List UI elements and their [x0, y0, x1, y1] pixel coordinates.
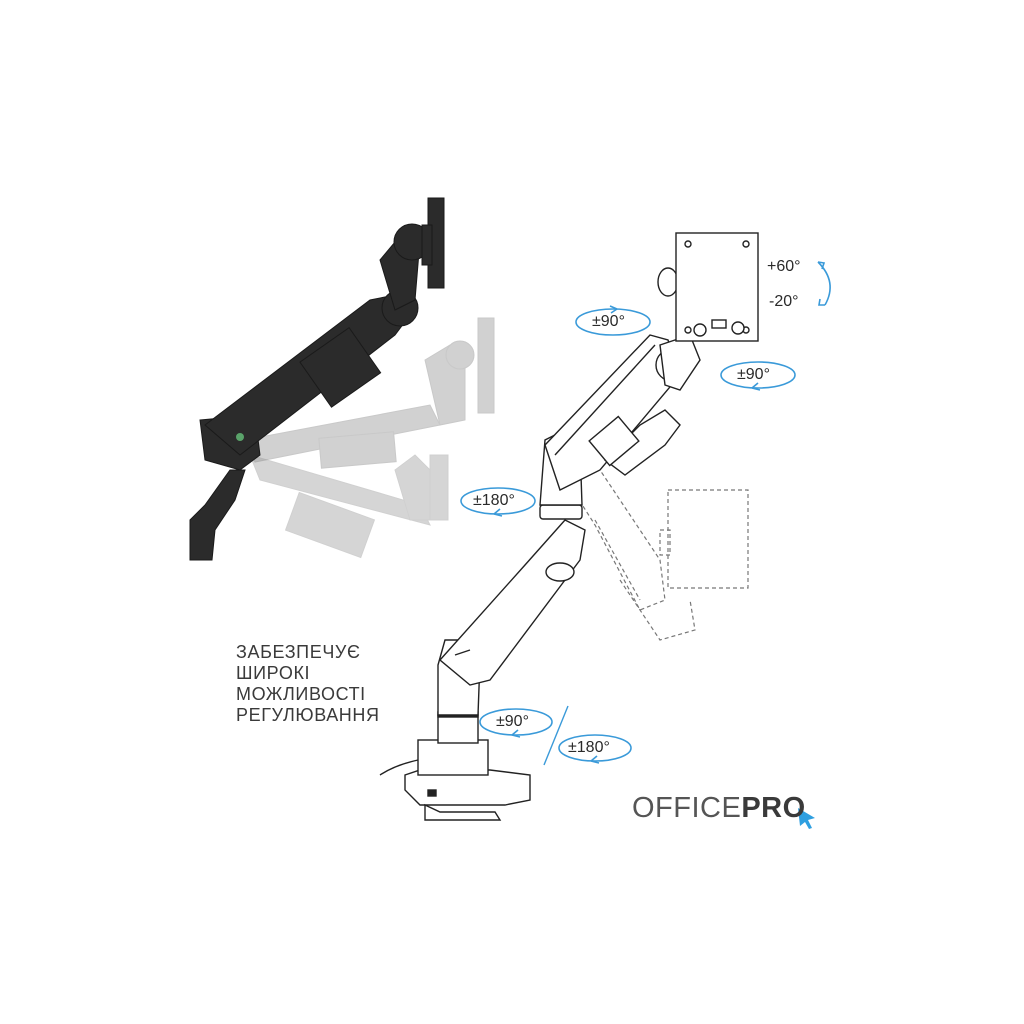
feature-caption: ЗАБЕЗПЕЧУЄ ШИРОКІ МОЖЛИВОСТІ РЕГУЛЮВАННЯ [236, 642, 380, 726]
base-90-ellipse-icon [479, 708, 553, 736]
swivel-right-ellipse-icon [720, 361, 796, 389]
tilt-down-label: -20° [769, 293, 799, 310]
ghost-arm-lower [249, 454, 449, 559]
base-rotation-180-label: ±180° [568, 739, 610, 756]
logo-bold-text: PRO [741, 792, 806, 824]
tilt-up-label: +60° [767, 258, 801, 275]
head-swivel-left-label: ±90° [592, 313, 625, 330]
tilt-arc-icon [817, 261, 831, 306]
caption-line-2: ШИРОКІ [236, 663, 311, 683]
elbow-ellipse-icon [460, 487, 536, 515]
elbow-rotation-label: ±180° [473, 492, 515, 509]
caption-line-1: ЗАБЕЗПЕЧУЄ [236, 642, 361, 662]
head-swivel-right-label: ±90° [737, 366, 770, 383]
swivel-left-ellipse-icon [575, 308, 651, 336]
divider-slash [543, 705, 569, 766]
base-180-ellipse-icon [558, 734, 632, 762]
dark-arm [189, 197, 445, 561]
officepro-logo: OFFICEPRO [632, 792, 806, 825]
logo-cursor-icon [798, 808, 815, 829]
rotation-arrows [460, 261, 831, 764]
indicator-dot [236, 433, 244, 441]
base-rotation-90-label: ±90° [496, 713, 529, 730]
caption-line-3: МОЖЛИВОСТІ [236, 684, 366, 704]
caption-line-4: РЕГУЛЮВАННЯ [236, 705, 380, 725]
lineart-arm [379, 232, 759, 821]
ghost-arm-middle [244, 317, 495, 469]
logo-light-text: OFFICE [632, 792, 742, 824]
